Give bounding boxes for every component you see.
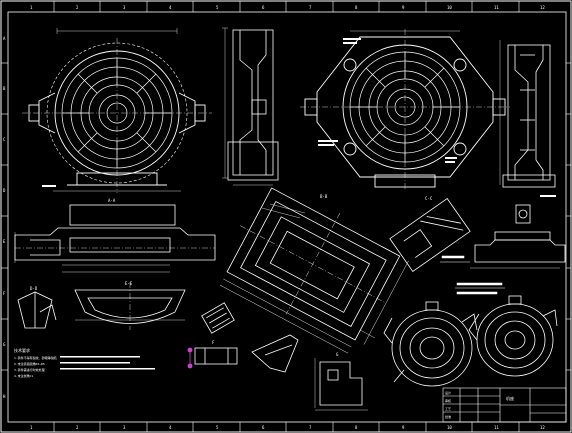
zone-label: 1: [30, 5, 33, 10]
magenta-marker: [187, 347, 193, 369]
title-block-row: 设计: [445, 390, 451, 395]
isometric-view-2: [468, 295, 558, 377]
zone-label: 5: [216, 5, 219, 10]
detail-view-g: [314, 358, 368, 411]
section-label: E-E: [125, 281, 133, 286]
technical-notes: 技术要求 1.铸件不得有裂纹、砂眼等缺陷 2.未注铸造圆角R3~R5 3.铸件需…: [14, 347, 155, 378]
title-block-row: 批准: [445, 414, 451, 419]
drawing-frame: [7, 11, 567, 423]
section-label: A-A: [108, 198, 116, 203]
side-section-view-2: [499, 40, 556, 188]
zone-label: 4: [169, 425, 172, 430]
section-label: D-D: [30, 286, 38, 291]
zone-label: D: [3, 188, 6, 193]
rotated-section-view: [219, 187, 409, 354]
zone-label: 2: [76, 5, 79, 10]
zone-label: 9: [402, 425, 405, 430]
zone-label: G: [3, 342, 6, 347]
section-view-a: [14, 204, 216, 273]
zone-label: C: [3, 137, 6, 142]
zone-label: 7: [309, 425, 312, 430]
title-block-row: 审核: [445, 398, 451, 403]
zone-label: B: [3, 86, 6, 91]
detail-view-c: [470, 204, 566, 269]
detail-view-f: [194, 334, 299, 373]
zone-label: 1: [30, 425, 33, 430]
zone-label: 11: [494, 425, 499, 430]
zone-label: 3: [123, 5, 126, 10]
zone-label: 5: [216, 425, 219, 430]
top-zone-labels: 1 2 3 4 5 6 7 8 9 10 11 12: [30, 5, 545, 10]
callout-lines: [440, 255, 505, 295]
annotation-text-marks: [42, 38, 556, 197]
notes-line: 1.铸件不得有裂纹、砂眼等缺陷: [14, 355, 57, 360]
zone-label: 6: [262, 5, 265, 10]
zone-label: 12: [540, 5, 545, 10]
notes-title: 技术要求: [14, 347, 30, 353]
side-section-view-1: [222, 27, 279, 186]
front-view-right: [300, 29, 510, 189]
zone-label: 12: [540, 425, 545, 430]
side-zone-labels: A B C D E F G H: [3, 36, 6, 399]
title-block: [442, 387, 567, 423]
zone-label: 8: [355, 425, 358, 430]
zone-label: 9: [402, 5, 405, 10]
part-name: 机座: [506, 395, 514, 401]
zone-label: A: [3, 36, 6, 41]
section-label: B-B: [320, 194, 328, 199]
zone-label: 11: [494, 5, 499, 10]
section-label: C-C: [425, 196, 433, 201]
notes-line: 4.未注倒角C1: [14, 373, 33, 378]
zone-label: 10: [447, 425, 452, 430]
detail-view-b: [389, 197, 471, 273]
zone-label: F: [3, 291, 6, 296]
notes-line: 2.未注铸造圆角R3~R5: [14, 361, 45, 366]
zone-label: 2: [76, 425, 79, 430]
small-bracket-view: [17, 291, 57, 329]
section-view-d: [74, 282, 186, 330]
title-block-row: 工艺: [445, 406, 451, 411]
rotated-section-hatch: [261, 203, 376, 339]
zone-label: E: [3, 239, 6, 244]
zone-label: 10: [447, 5, 452, 10]
notes-line: 3.铸件需进行时效处理: [14, 367, 45, 372]
bottom-zone-labels: 1 2 3 4 5 6 7 8 9 10 11 12: [30, 425, 545, 430]
small-part-view: [201, 302, 235, 334]
zone-label: H: [3, 394, 6, 399]
zone-label: 6: [262, 425, 265, 430]
zone-label: 3: [123, 425, 126, 430]
section-label: F: [212, 340, 215, 345]
section-label: G: [336, 352, 339, 357]
zone-label: 7: [309, 5, 312, 10]
zone-label: 8: [355, 5, 358, 10]
front-view-left: [22, 28, 212, 193]
isometric-view-1: [383, 301, 478, 387]
zone-label: 4: [169, 5, 172, 10]
